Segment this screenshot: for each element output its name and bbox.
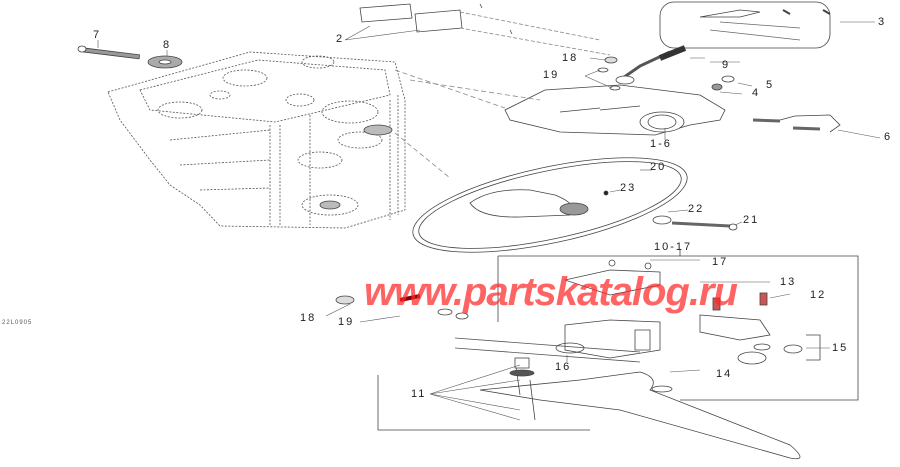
callout-20: 20 (650, 161, 667, 173)
callout-14: 14 (716, 368, 733, 380)
callout-17: 17 (712, 256, 729, 268)
brake-pads-2 (359, 3, 611, 56)
bleeder-cap-5 (721, 75, 735, 83)
kit-box-3 (659, 1, 831, 49)
callout-23: 23 (620, 182, 637, 194)
brake-disc-20 (412, 157, 688, 253)
callout-15: 15 (832, 342, 849, 354)
watermark: www.partskatalog.ru (364, 270, 738, 314)
callout-2: 2 (336, 33, 345, 45)
callout-8: 8 (163, 39, 172, 51)
callout-7: 7 (93, 29, 102, 41)
brake-lever (479, 371, 801, 460)
housing-plug (319, 200, 341, 210)
callout-16: 16 (555, 361, 572, 373)
callout-12: 12 (810, 289, 827, 301)
caliper (504, 84, 726, 136)
gearbox-housing (107, 51, 406, 229)
callout-19-bottom: 19 (338, 316, 355, 328)
bleeder-4 (711, 83, 723, 91)
callout-10-17: 10-17 (654, 241, 693, 253)
callout-1-6: 1-6 (650, 138, 672, 150)
callout-6: 6 (884, 131, 893, 143)
disc-bolt-21 (671, 221, 731, 228)
screw-7 (77, 45, 141, 60)
banjo-bolt-18 (604, 56, 618, 64)
callout-3: 3 (878, 16, 887, 28)
housing-gear (363, 124, 393, 136)
callout-19-top: 19 (543, 69, 560, 81)
callout-9: 9 (722, 59, 731, 71)
callout-5: 5 (766, 79, 775, 91)
drawing-code: 22L0905 (2, 320, 33, 326)
callout-4: 4 (752, 87, 761, 99)
callout-22: 22 (688, 203, 705, 215)
callout-21: 21 (743, 214, 760, 226)
callout-13: 13 (780, 276, 797, 288)
callout-18-top: 18 (562, 52, 579, 64)
callout-11: 11 (411, 388, 427, 400)
switch-16 (555, 342, 585, 354)
brake-hose-9 (615, 45, 687, 85)
disc-washer-22 (652, 215, 672, 225)
callout-18-bottom: 18 (300, 312, 317, 324)
master-cylinder-box (498, 255, 859, 401)
